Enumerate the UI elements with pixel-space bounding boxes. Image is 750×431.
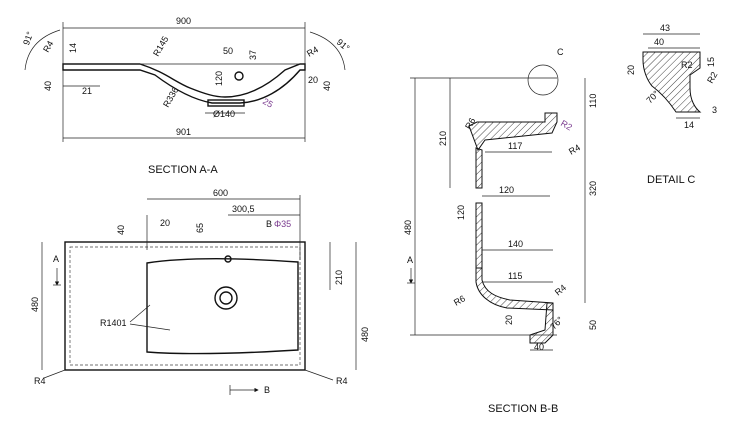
dim-43: 43 (660, 23, 670, 33)
waste-pipe (207, 99, 245, 107)
dim-210-bb: 210 (438, 131, 448, 146)
plan-outline (64, 241, 306, 371)
dim-angle-left: 91° (21, 30, 35, 47)
dim-20-plan: 20 (160, 218, 170, 228)
dim-r2-purple: R2 (559, 118, 574, 132)
drain-inner (219, 291, 233, 305)
dim-300-5: 300,5 (232, 204, 255, 214)
dim-20-bb: 20 (504, 315, 514, 325)
dim-r4-plan-right: R4 (336, 376, 348, 386)
dim-r4-right: R4 (305, 44, 320, 58)
dim-110: 110 (588, 94, 598, 108)
dim-r4-bottom-bb: R4 (553, 282, 568, 297)
dim-320: 320 (588, 181, 598, 196)
dim-480-left: 480 (30, 297, 40, 312)
dim-r2-b: R2 (705, 70, 719, 85)
dim-dia140: Ø140 (213, 109, 235, 119)
detail-c-title: DETAIL C (647, 174, 695, 186)
dim-40-detail: 40 (654, 37, 664, 47)
dim-25: 25 (261, 96, 275, 110)
dim-r4-left: R4 (41, 39, 55, 54)
basin-outline-plan (146, 258, 299, 355)
detail-c-callout (527, 64, 559, 96)
dim-3: 3 (712, 105, 717, 115)
dim-480-bb: 480 (403, 220, 413, 235)
dim-210-plan: 210 (334, 270, 344, 285)
dim-dia35: Φ35 (274, 219, 291, 229)
dim-50-bb: 50 (588, 320, 598, 330)
overflow-hole (234, 71, 244, 81)
label-b-plan: B (266, 219, 272, 229)
dim-r1401: R1401 (100, 318, 127, 328)
dim-120-h: 120 (499, 185, 514, 195)
dim-901: 901 (176, 127, 191, 137)
drain-outer (214, 286, 238, 310)
dim-21: 21 (82, 86, 92, 96)
dim-40-right: 40 (322, 81, 332, 91)
dim-117: 117 (508, 141, 522, 151)
dim-600: 600 (213, 188, 228, 198)
detail-c-profile (642, 51, 702, 113)
dim-15: 15 (706, 57, 716, 67)
dim-65: 65 (195, 223, 205, 233)
basin-profile (62, 63, 306, 104)
dim-20: 20 (308, 75, 318, 85)
dim-115: 115 (508, 271, 522, 281)
dim-120: 120 (214, 71, 224, 86)
dim-14: 14 (68, 43, 78, 53)
dim-900: 900 (176, 16, 191, 26)
detail-c: 43 40 20 R2 15 R2 70° 14 3 DETAIL C (626, 23, 719, 186)
dim-20-detail: 20 (626, 65, 636, 75)
dim-14-detail: 14 (684, 120, 694, 130)
dim-r4-top-bb: R4 (567, 142, 582, 156)
dim-40-left: 40 (43, 81, 53, 91)
dim-40-bb: 40 (534, 342, 544, 352)
dim-r6-bottom: R6 (452, 293, 467, 307)
tap-hole (224, 255, 232, 263)
dim-r4-plan-left: R4 (34, 376, 46, 386)
dim-50: 50 (223, 46, 233, 56)
dim-angle-right: 91° (335, 37, 352, 54)
dim-r336: R336 (161, 85, 180, 109)
dim-37: 37 (248, 50, 258, 60)
dim-r6-top: R6 (463, 116, 477, 131)
dim-r2-a: R2 (681, 60, 693, 70)
section-arrow-a-label: A (53, 254, 59, 264)
rim-section (468, 112, 558, 152)
label-c: C (557, 47, 564, 57)
section-bb-title: SECTION B-B (488, 403, 558, 415)
dim-140: 140 (508, 239, 523, 249)
section-bb: C 480 A 210 110 320 50 R6 117 R4 R2 120 … (403, 47, 598, 415)
dim-480-right: 480 (360, 327, 370, 342)
section-aa-title: SECTION A-A (148, 164, 218, 176)
plan-view: 600 300,5 20 40 65 B Φ35 210 480 480 R14… (30, 188, 370, 395)
dim-40-plan: 40 (116, 225, 126, 235)
dim-r145: R145 (151, 34, 170, 58)
section-bb-arrow-a: A (407, 255, 413, 265)
section-aa: 900 14 R145 50 37 120 R336 25 Ø140 21 40… (21, 16, 352, 176)
section-arrow-b-label: B (264, 385, 270, 395)
dim-120-v: 120 (456, 205, 466, 220)
